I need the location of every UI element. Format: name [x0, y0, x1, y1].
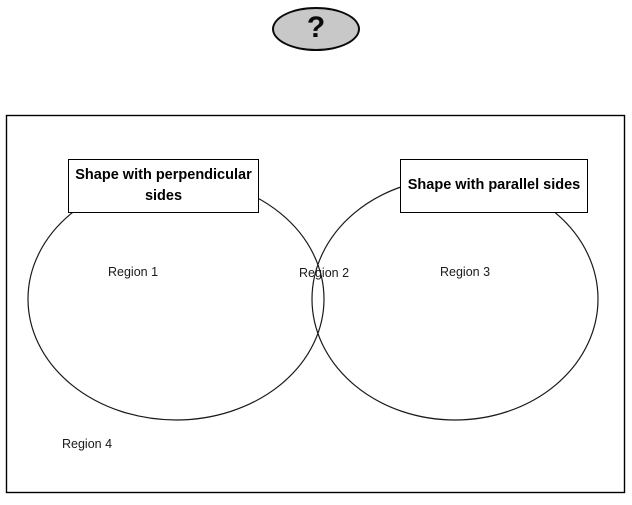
question-mark-icon: ? — [306, 11, 326, 44]
region-label-1: Region 1 — [108, 265, 159, 279]
region-label-3: Region 3 — [440, 265, 491, 279]
set-label-right-text: Shape with parallel sides — [407, 177, 581, 194]
region-label-4: Region 4 — [62, 437, 113, 451]
question-mark-badge[interactable]: ? — [272, 7, 360, 51]
set-label-box-left[interactable]: Shape with perpendicular sides — [68, 159, 259, 213]
set-label-box-right[interactable]: Shape with parallel sides — [400, 159, 588, 213]
set-label-left-text: Shape with perpendicular sides — [75, 166, 252, 204]
region-label-2: Region 2 — [299, 266, 350, 280]
